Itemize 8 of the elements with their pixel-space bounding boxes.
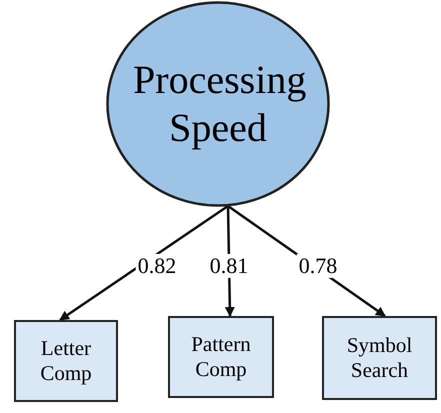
indicator-box bbox=[14, 320, 118, 402]
indicator-name: Letter Comp bbox=[39, 336, 93, 386]
indicator-name: Symbol Search bbox=[346, 332, 414, 384]
arrow bbox=[59, 204, 229, 322]
indicator-box bbox=[322, 316, 437, 400]
edge-label: 0.78 bbox=[296, 254, 340, 278]
indicator-name: Pattern Comp bbox=[190, 332, 252, 382]
indicator-box bbox=[168, 316, 274, 398]
